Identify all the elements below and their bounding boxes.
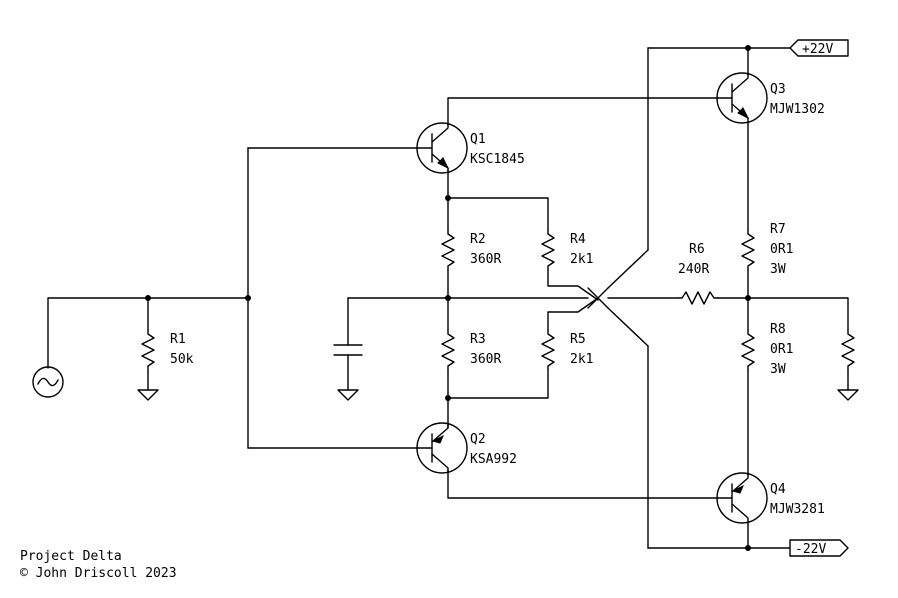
labels: R1 50k R2 360R R3 360R R4 2k1 R5 2k1 R6 … xyxy=(170,82,825,517)
transistor-q2 xyxy=(416,422,468,474)
positive-rail-label: +22V xyxy=(802,42,833,57)
transistor-q3 xyxy=(716,72,768,124)
ac-source-symbol xyxy=(32,366,64,398)
resistor-r6 xyxy=(677,291,719,305)
r4-value: 2k1 xyxy=(570,252,593,267)
q3-part: MJW1302 xyxy=(770,102,825,117)
r1-ref: R1 xyxy=(170,332,186,347)
capacitor-symbol xyxy=(333,344,363,356)
transistor-q4 xyxy=(716,472,768,524)
r8-ref: R8 xyxy=(770,322,786,337)
r5-ref: R5 xyxy=(570,332,586,347)
resistor-r4 xyxy=(541,229,555,271)
transistor-q1 xyxy=(416,122,468,174)
negative-rail-label: -22V xyxy=(795,542,826,557)
resistor-r2 xyxy=(441,229,455,271)
r5-value: 2k1 xyxy=(570,352,593,367)
r7-value: 0R1 xyxy=(770,242,793,257)
r6-ref: R6 xyxy=(689,242,705,257)
r2-ref: R2 xyxy=(470,232,486,247)
r3-value: 360R xyxy=(470,352,501,367)
q1-ref: Q1 xyxy=(470,132,486,147)
r2-value: 360R xyxy=(470,252,501,267)
q2-part: KSA992 xyxy=(470,452,517,467)
resistor-r8 xyxy=(741,329,755,371)
q4-part: MJW3281 xyxy=(770,502,825,517)
r4-ref: R4 xyxy=(570,232,586,247)
r6-value: 240R xyxy=(678,262,709,277)
resistor-r7 xyxy=(741,229,755,271)
q4-ref: Q4 xyxy=(770,482,786,497)
copyright-notice: © John Driscoll 2023 xyxy=(20,566,177,581)
r7-ref: R7 xyxy=(770,222,786,237)
junctions xyxy=(145,45,751,551)
positive-rail-flag: +22V xyxy=(789,39,849,57)
r1-value: 50k xyxy=(170,352,194,367)
negative-rail-flag: -22V xyxy=(789,539,849,557)
q2-ref: Q2 xyxy=(470,432,486,447)
r7-power: 3W xyxy=(770,262,786,277)
ground-symbol-load xyxy=(837,389,859,401)
q1-part: KSC1845 xyxy=(470,152,525,167)
project-title: Project Delta xyxy=(20,549,122,564)
r8-power: 3W xyxy=(770,362,786,377)
ground-symbol-capacitor xyxy=(337,389,359,401)
r3-ref: R3 xyxy=(470,332,486,347)
resistor-r5 xyxy=(541,329,555,369)
wires xyxy=(47,47,849,549)
resistor-r3 xyxy=(441,329,455,371)
q3-ref: Q3 xyxy=(770,82,786,97)
resistor-r1 xyxy=(141,329,155,373)
resistor-load xyxy=(841,329,855,371)
r8-value: 0R1 xyxy=(770,342,793,357)
ground-symbol-r1 xyxy=(137,389,159,401)
